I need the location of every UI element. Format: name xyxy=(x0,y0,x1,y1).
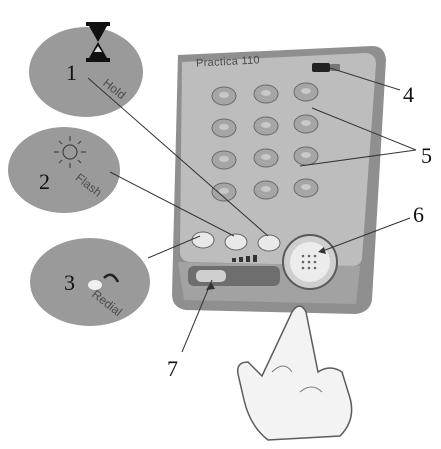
volume-slider[interactable] xyxy=(188,255,280,286)
callout-4: 4 xyxy=(403,82,414,107)
leader-line-3 xyxy=(147,235,201,259)
pointing-hand-icon xyxy=(236,305,353,441)
redial-key[interactable] xyxy=(191,231,215,249)
callout-6: 6 xyxy=(413,202,424,227)
keypad-key-0[interactable] xyxy=(253,180,279,200)
keypad-key-3[interactable] xyxy=(293,82,319,102)
leader-arrowhead-6 xyxy=(318,247,326,254)
callout-7: 7 xyxy=(167,356,178,381)
top-switch[interactable] xyxy=(312,63,330,72)
keypad-key-star[interactable] xyxy=(211,182,237,202)
callout-1: 1 xyxy=(66,60,77,85)
keypad-key-4[interactable] xyxy=(211,118,237,138)
speaker-button[interactable] xyxy=(282,234,338,290)
leader-lines xyxy=(87,67,417,353)
leader-line-6 xyxy=(319,217,411,253)
function-keys xyxy=(191,231,281,252)
keypad xyxy=(211,82,319,202)
keypad-key-7[interactable] xyxy=(211,150,237,170)
callout-3: 3 xyxy=(64,270,75,295)
keypad-key-5[interactable] xyxy=(253,116,279,136)
keypad-key-hash[interactable] xyxy=(293,178,319,198)
keypad-key-1[interactable] xyxy=(211,86,237,106)
disc-redial xyxy=(30,238,150,326)
leader-line-4 xyxy=(329,67,401,91)
speaker-grille-icon xyxy=(301,254,317,270)
flash-key[interactable] xyxy=(224,233,248,251)
keypad-key-8[interactable] xyxy=(253,148,279,168)
handset-icon xyxy=(88,273,120,290)
volume-slider-knob[interactable] xyxy=(196,270,226,282)
keypad-key-9[interactable] xyxy=(293,146,319,166)
hourglass-icon xyxy=(86,22,110,62)
callout-5: 5 xyxy=(421,143,432,168)
disc-hold xyxy=(29,22,143,117)
sun-icon xyxy=(54,136,86,168)
leader-line-7 xyxy=(181,279,213,353)
disc-flash xyxy=(8,127,120,213)
leader-line-2 xyxy=(109,171,235,237)
keypad-key-2[interactable] xyxy=(253,84,279,104)
keypad-key-6[interactable] xyxy=(293,114,319,134)
hold-key[interactable] xyxy=(257,234,281,252)
leader-line-1 xyxy=(87,77,269,237)
volume-indicator-dots xyxy=(232,255,257,262)
callout-2: 2 xyxy=(39,169,50,194)
leader-line-5a xyxy=(311,107,417,151)
leader-line-5b xyxy=(299,149,417,167)
leader-arrowhead-7 xyxy=(206,282,215,290)
